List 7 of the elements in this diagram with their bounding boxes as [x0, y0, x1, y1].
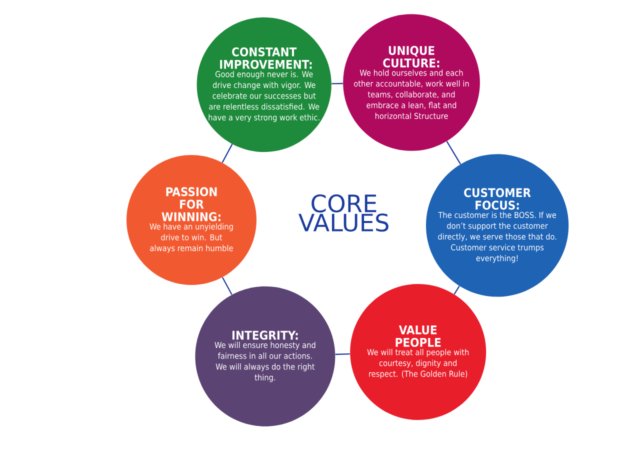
connector-line	[335, 353, 350, 355]
connector-line	[222, 144, 233, 163]
center-title: CORE VALUES	[298, 194, 388, 232]
connector-line	[454, 286, 460, 294]
connector-line	[222, 277, 232, 295]
connector-line	[332, 82, 343, 84]
connector-line	[446, 141, 462, 164]
